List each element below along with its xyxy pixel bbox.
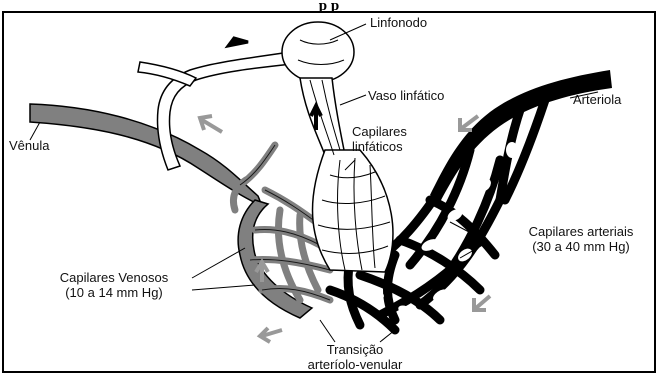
label-capilares-venosos-line1: Capilares Venosos	[36, 270, 192, 285]
label-arteriola: Arteriola	[573, 92, 621, 107]
label-transicao-line2: arteríolo-venular	[290, 357, 420, 372]
label-capilares-linfaticos-line2: linfáticos	[352, 139, 407, 154]
label-transicao-line1: Transição	[290, 342, 420, 357]
label-capilares-linfaticos: Capilares linfáticos	[352, 124, 407, 154]
label-vaso-linfatico: Vaso linfático	[368, 88, 444, 103]
label-capilares-venosos: Capilares Venosos (10 a 14 mm Hg)	[36, 270, 192, 300]
figure-caption: p p	[0, 0, 658, 15]
label-capilares-venosos-line2: (10 a 14 mm Hg)	[36, 285, 192, 300]
label-transicao: Transição arteríolo-venular	[290, 342, 420, 372]
label-capilares-arteriais-line2: (30 a 40 mm Hg)	[506, 239, 656, 254]
label-capilares-linfaticos-line1: Capilares	[352, 124, 407, 139]
label-linfonodo: Linfonodo	[370, 15, 427, 30]
label-capilares-arteriais-line1: Capilares arteriais	[506, 224, 656, 239]
label-capilares-arteriais: Capilares arteriais (30 a 40 mm Hg)	[506, 224, 656, 254]
label-venula: Vênula	[9, 138, 49, 153]
